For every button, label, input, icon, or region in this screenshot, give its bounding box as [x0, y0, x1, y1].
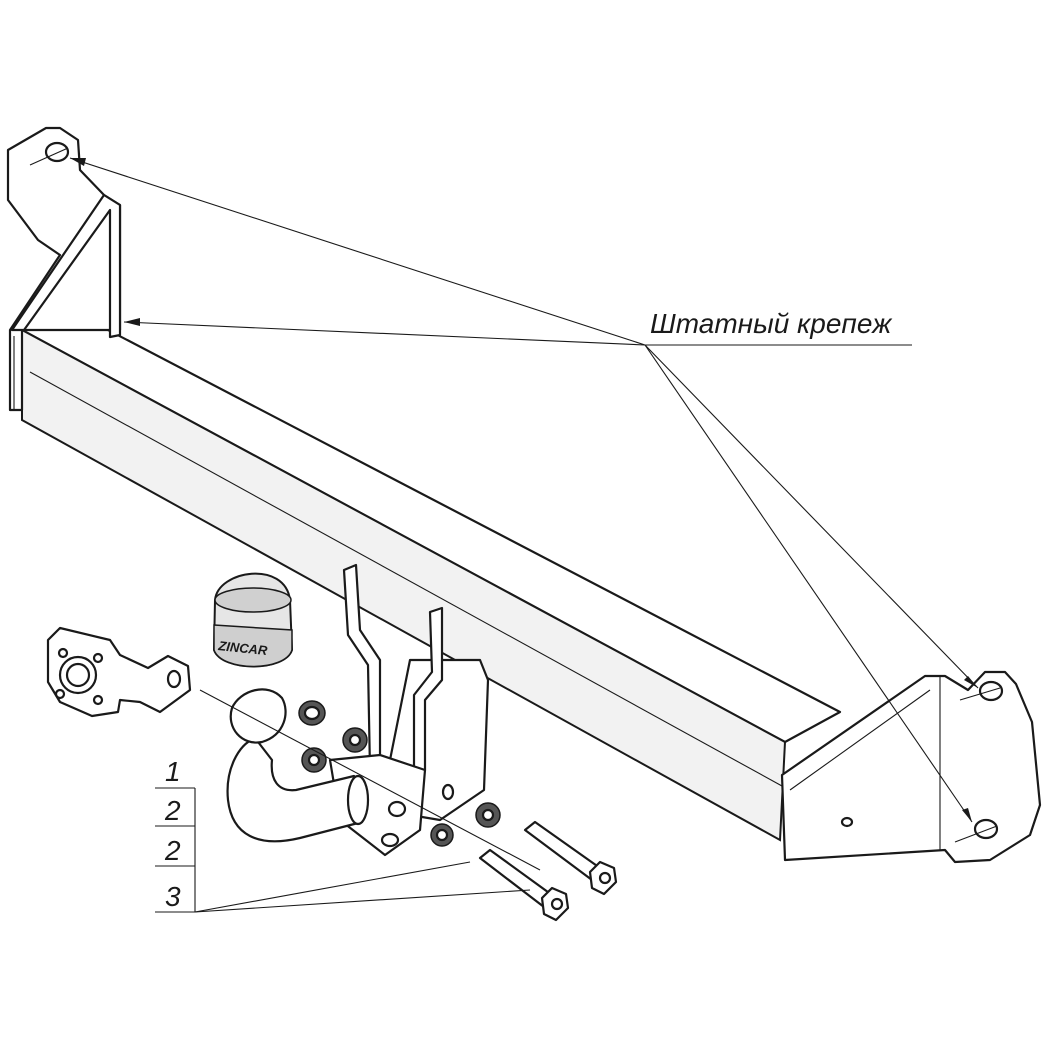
- electrical-socket-plate: [46, 626, 192, 718]
- socket-brand-label: ZINCAR: [217, 638, 269, 658]
- bolts: [478, 820, 618, 922]
- part-number-leaders: [155, 787, 531, 913]
- part-number-3: 3: [165, 881, 181, 912]
- bolt-upper: [523, 820, 602, 882]
- right-lower-bolt-hole: [973, 818, 999, 840]
- tow-ball-neck: [226, 688, 370, 843]
- left-bolt-hole: [44, 141, 70, 163]
- nuts-and-washers: [199, 689, 541, 871]
- right-small-hole: [840, 816, 854, 828]
- left-mounting-bracket: [6, 126, 122, 412]
- part-number-1: 1: [165, 756, 181, 787]
- tow-ball: [229, 688, 287, 744]
- callout-label: Штатный крепеж: [650, 308, 893, 339]
- socket-cover-cap: ZINCAR: [212, 572, 294, 668]
- part-number-2b: 2: [164, 835, 181, 866]
- part-number-2a: 2: [164, 795, 181, 826]
- right-mounting-bracket: [780, 670, 1042, 864]
- callout-leaders: [69, 157, 979, 823]
